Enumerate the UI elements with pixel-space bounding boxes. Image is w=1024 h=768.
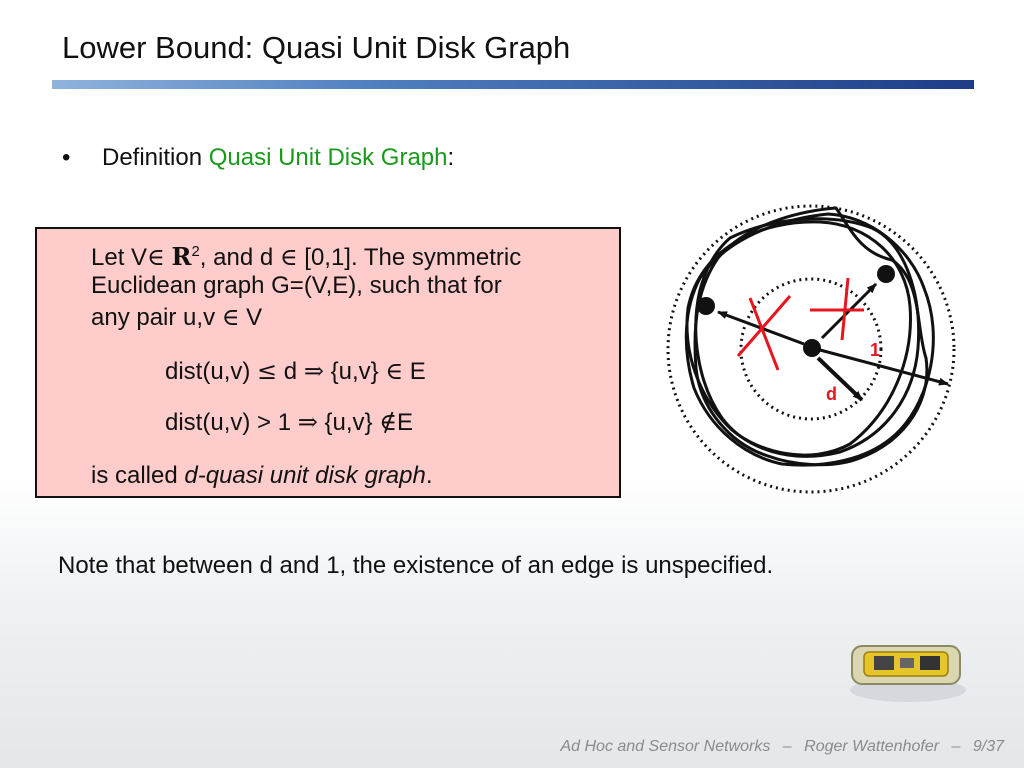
bullet-prefix: Definition: [102, 144, 209, 171]
radius-one-arrow: [819, 348, 949, 386]
def-text: d: [277, 358, 304, 385]
not-element-of-symbol: ∉: [379, 408, 397, 436]
element-of-symbol: ∈: [147, 243, 165, 271]
def-text: [0,1]. The symmetric: [297, 244, 522, 271]
definition-conclusion: is called d-quasi unit disk graph.: [91, 459, 433, 492]
red-cross-left-b: [748, 297, 780, 371]
sensor-node-image: [850, 645, 966, 702]
def-text: {u,v}: [323, 358, 386, 385]
inner-radius-circle: [739, 277, 883, 421]
condition-2: dist(u,v) > 1 ⇒ {u,v} ∉E: [165, 406, 413, 439]
condition-1: dist(u,v) ≤ d ⇒ {u,v} ∈ E: [165, 355, 426, 388]
footer-course: Ad Hoc and Sensor Networks: [560, 738, 771, 755]
quasi-unit-disk-diagram: 1 d: [666, 204, 956, 494]
note-text: Note that between d and 1, the existence…: [58, 552, 774, 579]
footer-author: Roger Wattenhofer: [804, 738, 940, 755]
def-text: E: [403, 358, 426, 385]
node-center: [803, 339, 821, 357]
red-cross-right-b: [840, 277, 850, 341]
reals-symbol: R: [171, 242, 192, 271]
defined-term: d-quasi unit disk graph: [184, 462, 426, 489]
blob-boundary-4: [694, 217, 921, 458]
def-text: any pair u,v: [91, 304, 222, 331]
footer-separator: –: [782, 738, 792, 755]
element-of-symbol: ∈: [385, 357, 404, 385]
bullet-text: Definition Quasi Unit Disk Graph:: [102, 144, 454, 172]
node-left: [697, 297, 715, 315]
red-cross-left-a: [736, 295, 792, 357]
def-text: V: [239, 304, 263, 331]
definition-box: Let V∈ R2, and d ∈ [0,1]. The symmetric …: [35, 227, 621, 498]
def-text: .: [425, 462, 433, 489]
definition-line-3: any pair u,v ∈ V: [91, 301, 262, 334]
element-of-symbol: ∈: [221, 303, 240, 331]
definition-line-2: Euclidean graph G=(V,E), such that for: [91, 272, 502, 299]
def-text: Let V: [91, 244, 148, 271]
leq-symbol: ≤: [257, 357, 278, 385]
implies-symbol: ⇒: [297, 408, 318, 436]
bullet-term: Quasi Unit Disk Graph: [208, 144, 448, 171]
definition-line-1: Let V∈ R2, and d ∈ [0,1]. The symmetric: [91, 235, 521, 274]
element-of-symbol: ∈: [279, 243, 298, 271]
outer-radius-circle: [666, 204, 956, 494]
label-d: d: [826, 384, 837, 404]
footer-separator: –: [951, 738, 961, 755]
def-text: dist(u,v) > 1: [165, 409, 298, 436]
def-text: {u,v}: [317, 409, 380, 436]
superscript: 2: [191, 243, 200, 260]
node-top-right: [877, 265, 895, 283]
bullet-suffix: :: [447, 144, 455, 171]
slide-title: Lower Bound: Quasi Unit Disk Graph: [62, 30, 571, 65]
def-text: , and d: [199, 244, 280, 271]
bullet-marker: •: [62, 144, 71, 171]
blob-boundary-2: [684, 212, 935, 467]
def-text: E: [396, 409, 413, 436]
radius-d-arrow: [816, 356, 864, 402]
footer: Ad Hoc and Sensor Networks – Roger Watte…: [552, 738, 1004, 756]
footer-page-number: 9/37: [972, 738, 1004, 755]
label-one: 1: [870, 340, 880, 360]
def-text: dist(u,v): [165, 358, 258, 385]
implies-symbol: ⇒: [303, 357, 324, 385]
title-rule: [52, 80, 974, 89]
def-text: is called: [91, 462, 185, 489]
